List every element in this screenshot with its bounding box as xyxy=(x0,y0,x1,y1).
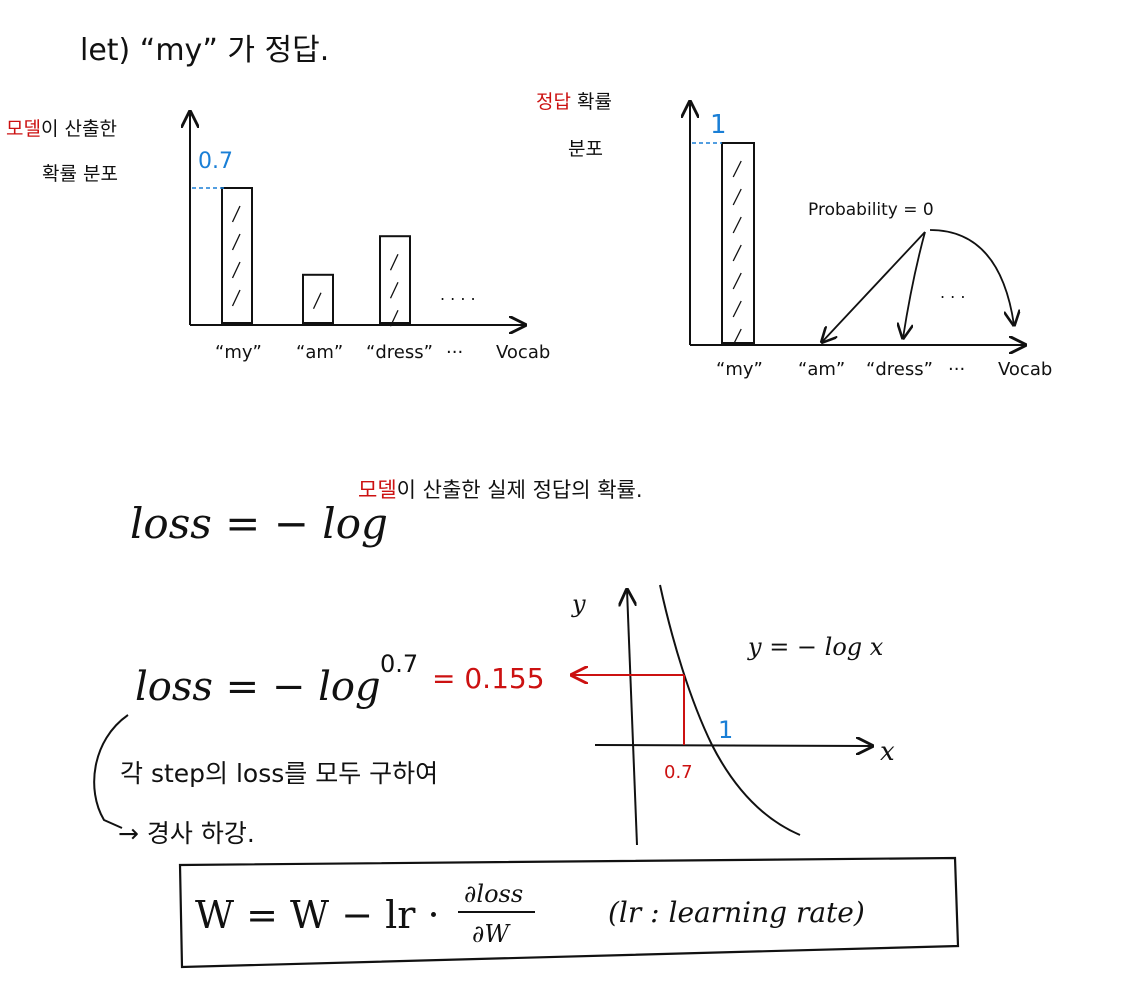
model-bar-hatch xyxy=(231,233,241,251)
true-bar-hatch xyxy=(732,188,742,206)
loss-exp-rest: 이 산출한 실제 정답의 확률. xyxy=(397,478,643,502)
model-label-rest: 이 산출한 xyxy=(41,118,117,140)
notes-bracket xyxy=(93,714,129,829)
true-cat-dots: ··· xyxy=(948,359,965,380)
prob-arrow-vocab xyxy=(929,229,1014,325)
graph-x-label: x xyxy=(880,737,895,767)
model-bars xyxy=(221,187,411,327)
graph-y-label: y xyxy=(571,590,586,618)
true-bar-0 xyxy=(721,142,755,344)
prob-arrow-am xyxy=(822,231,926,342)
model-bar-hatch xyxy=(389,309,399,327)
true-bar-hatch xyxy=(732,272,742,290)
model-bar-hatch xyxy=(312,292,322,310)
update-rule-denominator: ∂W xyxy=(472,920,511,948)
loss-definition-lhs: loss = − log xyxy=(130,499,388,548)
loss-exp-red: 모델 xyxy=(358,478,397,502)
notes-line1: 각 step의 loss를 모두 구하여 xyxy=(120,759,438,788)
loss-example-result: = 0.155 xyxy=(432,662,545,695)
true-cat-am: “am” xyxy=(798,359,845,380)
graph-equation: y = − log x xyxy=(747,633,884,661)
model-bar-hatch xyxy=(231,261,241,279)
true-value-label: 1 xyxy=(710,110,727,140)
model-cat-am: “am” xyxy=(296,342,343,363)
true-bar-hatch xyxy=(732,244,742,262)
true-label-red: 정답 xyxy=(536,91,571,113)
model-dist-label: 모델이 산출한 xyxy=(6,118,117,140)
true-bar-hatch xyxy=(732,300,742,318)
true-cat-my: “my” xyxy=(716,359,763,380)
true-dist-label-line2: 분포 xyxy=(568,138,603,160)
update-rule-note: (lr : learning rate) xyxy=(608,896,865,929)
true-dist-label: 정답 확률 xyxy=(536,91,612,113)
update-rule-box: W = W − lr · ∂loss ∂W (lr : learning rat… xyxy=(178,856,960,969)
loss-example-exponent: 0.7 xyxy=(380,650,418,678)
model-dist-label-line2: 확률 분포 xyxy=(42,163,118,185)
model-cat-dots: ··· xyxy=(446,342,463,363)
model-bar-2 xyxy=(379,235,411,324)
neg-log-curve xyxy=(659,584,801,836)
true-cat-vocab: Vocab xyxy=(998,359,1052,380)
graph-x-intercept: 1 xyxy=(718,716,733,744)
update-rule-formula: W = W − lr · xyxy=(195,893,440,937)
true-distribution-chart: 정답 확률 분포 1 Probability = 0 . . . “my” “a… xyxy=(536,91,1052,380)
model-bar-0 xyxy=(221,187,253,324)
true-dots: . . . xyxy=(940,283,965,302)
update-rule-border xyxy=(178,856,960,969)
model-cat-vocab: Vocab xyxy=(496,342,550,363)
true-bar-hatch xyxy=(732,328,742,346)
graph-x-axis xyxy=(594,745,872,746)
model-distribution-chart: 모델이 산출한 확률 분포 0.7 . . . . “my” “am” “dre… xyxy=(6,112,550,363)
loss-example-lhs: loss = − log xyxy=(135,664,381,710)
graph-x-marker: 0.7 xyxy=(664,762,693,783)
loss-definition-exponent: 모델이 산출한 실제 정답의 확률. xyxy=(358,478,643,502)
model-cat-dress: “dress” xyxy=(366,342,433,363)
model-bar-hatch xyxy=(231,205,241,223)
neg-log-graph: y x y = − log x 1 0.7 xyxy=(571,584,895,846)
prob-arrow-dress xyxy=(903,231,926,338)
model-bar-1 xyxy=(302,273,334,324)
model-bar-hatch xyxy=(389,253,399,271)
header-text: let) “my” 가 정답. xyxy=(80,33,329,68)
graph-y-axis xyxy=(627,590,638,846)
true-label-rest: 확률 xyxy=(571,91,612,113)
model-value-label: 0.7 xyxy=(198,149,233,174)
model-dots: . . . . xyxy=(440,285,476,304)
model-cat-my: “my” xyxy=(215,342,262,363)
true-bar-hatch xyxy=(732,216,742,234)
probability-zero-label: Probability = 0 xyxy=(808,200,934,220)
model-bar-hatch xyxy=(231,289,241,307)
true-bar-hatch xyxy=(732,160,742,178)
true-bars xyxy=(721,142,755,346)
notes-line2: → 경사 하강. xyxy=(118,819,255,848)
model-label-red: 모델 xyxy=(6,118,41,140)
true-cat-dress: “dress” xyxy=(866,359,933,380)
update-rule-numerator: ∂loss xyxy=(464,880,523,908)
model-bar-hatch xyxy=(389,281,399,299)
